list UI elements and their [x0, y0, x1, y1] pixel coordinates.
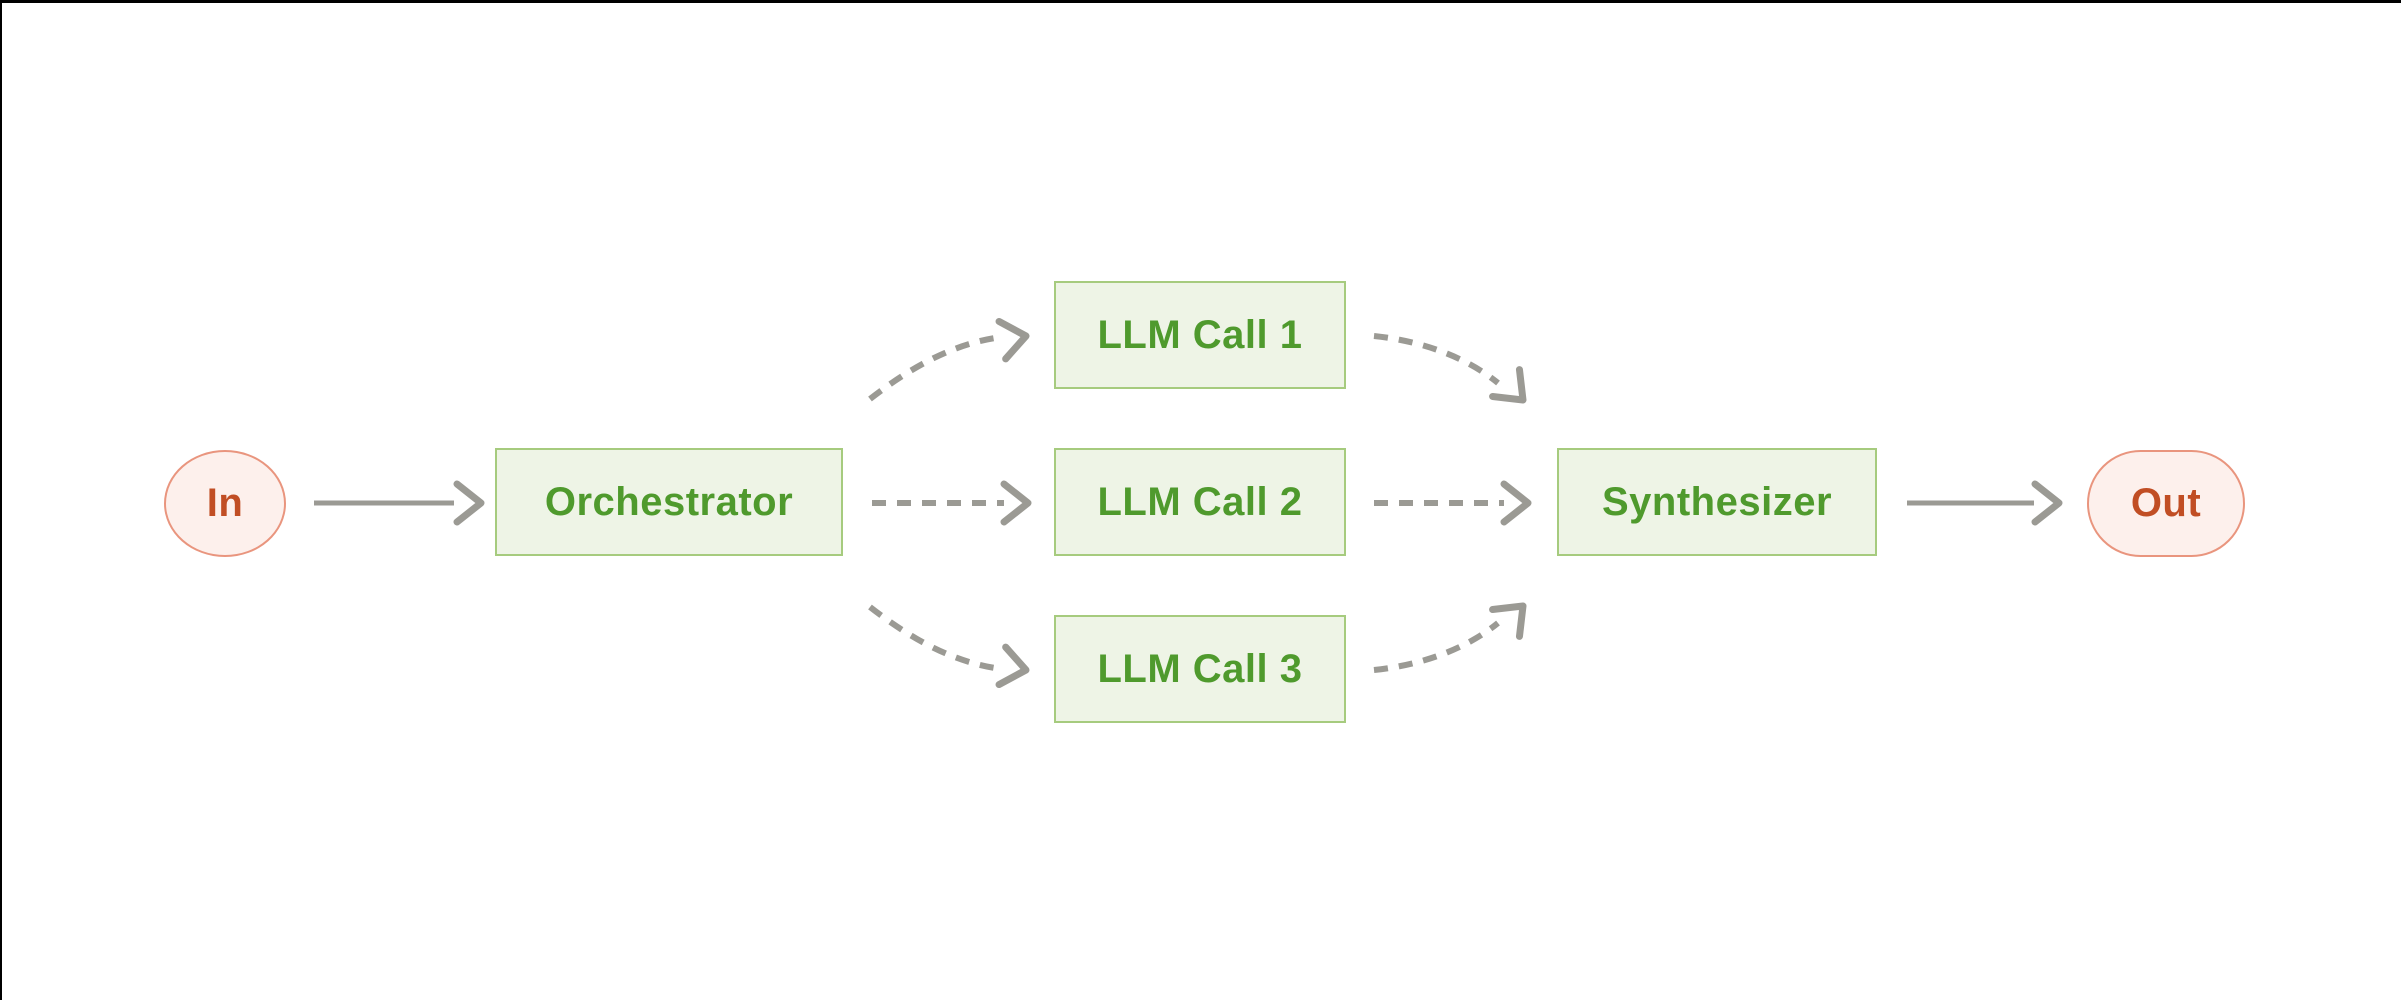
node-out: Out [2087, 450, 2245, 557]
node-llm-call-3-label: LLM Call 3 [1097, 646, 1303, 691]
node-synthesizer-label: Synthesizer [1601, 479, 1833, 524]
node-orchestrator-label: Orchestrator [544, 479, 794, 524]
edge-in-to-orchestrator [314, 480, 485, 526]
edge-llm-call-2-to-synthesizer [1374, 480, 1532, 526]
arrowhead-right-icon [2031, 480, 2063, 526]
arrowhead-right-icon [453, 480, 485, 526]
node-in: In [164, 450, 286, 557]
node-llm-call-2: LLM Call 2 [1054, 448, 1346, 556]
node-llm-call-2-label: LLM Call 2 [1097, 479, 1303, 524]
edge-llm-call-1-to-synthesizer [1373, 333, 1527, 404]
arrowhead-right-icon [995, 643, 1030, 689]
node-llm-call-1: LLM Call 1 [1054, 281, 1346, 389]
arrowhead-right-icon [1000, 480, 1032, 526]
edge-orchestrator-to-llm-call-1 [868, 317, 1030, 402]
arrowhead-down-right-icon [1489, 366, 1527, 404]
node-out-label: Out [2130, 481, 2202, 525]
node-llm-call-1-label: LLM Call 1 [1097, 312, 1303, 357]
arrowhead-right-icon [1500, 480, 1532, 526]
edge-orchestrator-to-llm-call-3 [868, 604, 1030, 689]
edge-synthesizer-to-out [1907, 480, 2063, 526]
node-orchestrator: Orchestrator [495, 448, 843, 556]
arrowhead-up-right-icon [1489, 602, 1527, 640]
node-llm-call-3: LLM Call 3 [1054, 615, 1346, 723]
arrowhead-right-icon [995, 317, 1030, 363]
node-in-label: In [206, 481, 244, 525]
edge-llm-call-3-to-synthesizer [1373, 602, 1527, 673]
node-synthesizer: Synthesizer [1557, 448, 1877, 556]
edge-layer [314, 317, 2063, 689]
edge-orchestrator-to-llm-call-2 [872, 480, 1032, 526]
